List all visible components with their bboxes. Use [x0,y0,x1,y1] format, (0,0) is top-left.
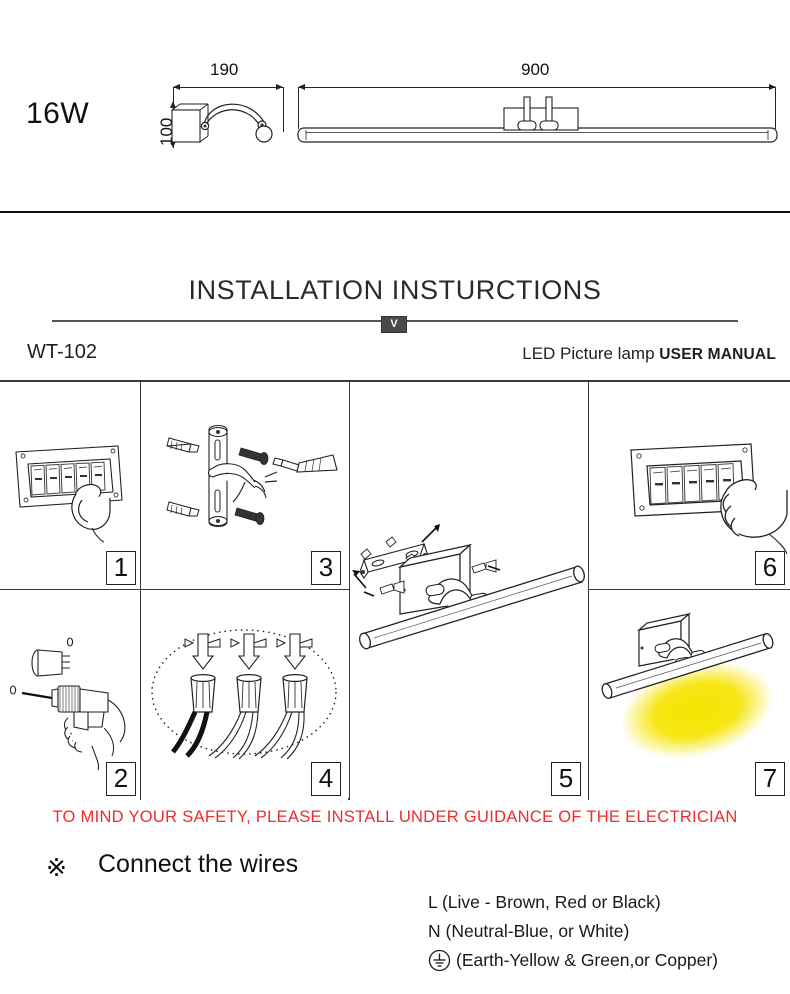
wire-legend-item-live: L (Live - Brown, Red or Black) [428,888,718,917]
specification-band: 16W 190 100 900 [0,0,790,213]
step-cell-6: 6 [589,382,790,589]
dimension-tick-left-900 [298,87,299,129]
page-title: INSTALLATION INSTURCTIONS [188,275,602,305]
reference-mark-icon: ※ [46,854,67,882]
wire-legend-neutral-text: N (Neutral-Blue, or White) [428,921,630,941]
model-code: WT-102 [27,341,98,363]
lamp-illuminated-illustration [601,612,774,759]
step-number-4: 4 [311,762,341,796]
mount-bracket-illustration [166,424,338,528]
earth-ground-icon [428,949,451,972]
dimension-label-900: 900 [521,60,550,79]
installation-steps-grid: 1 [0,380,790,800]
wire-legend-live-text: L (Live - Brown, Red or Black) [428,892,661,912]
step-number-3: 3 [311,551,341,585]
section-divider [0,211,790,213]
lamp-assembly-illustration [352,524,585,650]
step-cell-3: 3 [141,382,348,589]
wire-legend: L (Live - Brown, Red or Black) N (Neutra… [428,888,718,975]
wire-legend-earth-text: (Earth-Yellow & Green,or Copper) [456,950,718,970]
safety-warning-text: TO MIND YOUR SAFETY, PLEASE INSTALL UNDE… [52,808,738,826]
front-view-drawing [297,96,778,143]
dimension-tick-right-190 [283,87,284,132]
side-view-drawing [171,103,273,143]
grid-divider-row-right [588,589,790,590]
grid-divider-row-left [0,589,349,590]
step-cell-5: 5 [350,382,588,800]
wire-legend-item-neutral: N (Neutral-Blue, or White) [428,917,718,946]
manual-subtitle-light: LED Picture lamp [522,344,655,363]
wire-legend-item-earth: (Earth-Yellow & Green,or Copper) [428,946,718,975]
dimension-tick-left-190 [173,87,174,109]
step-cell-7: 7 [589,590,790,800]
title-badge: V [381,316,407,333]
dimension-tick-right-900 [775,87,776,129]
step-number-2: 2 [106,762,136,796]
step-cell-2: 2 [0,590,140,800]
manual-subtitle: LED Picture lamp USER MANUAL [522,344,776,364]
wire-nuts-illustration [151,629,337,760]
dimension-line-900 [298,84,776,90]
wattage-label: 16W [26,97,90,130]
dimension-label-190: 190 [210,60,239,79]
breaker-panel-on-illustration [630,443,788,555]
manual-subtitle-bold: USER MANUAL [659,346,776,363]
step-number-6: 6 [755,551,785,585]
step-number-5: 5 [551,762,581,796]
step-cell-1: 1 [0,382,140,589]
breaker-panel-off-illustration [15,445,123,543]
step-number-7: 7 [755,762,785,796]
step-cell-4: 4 [141,590,348,800]
step-number-1: 1 [106,551,136,585]
connect-wires-heading: Connect the wires [98,850,299,878]
dimension-line-190 [173,84,283,90]
drill-holes-illustration [9,637,126,771]
